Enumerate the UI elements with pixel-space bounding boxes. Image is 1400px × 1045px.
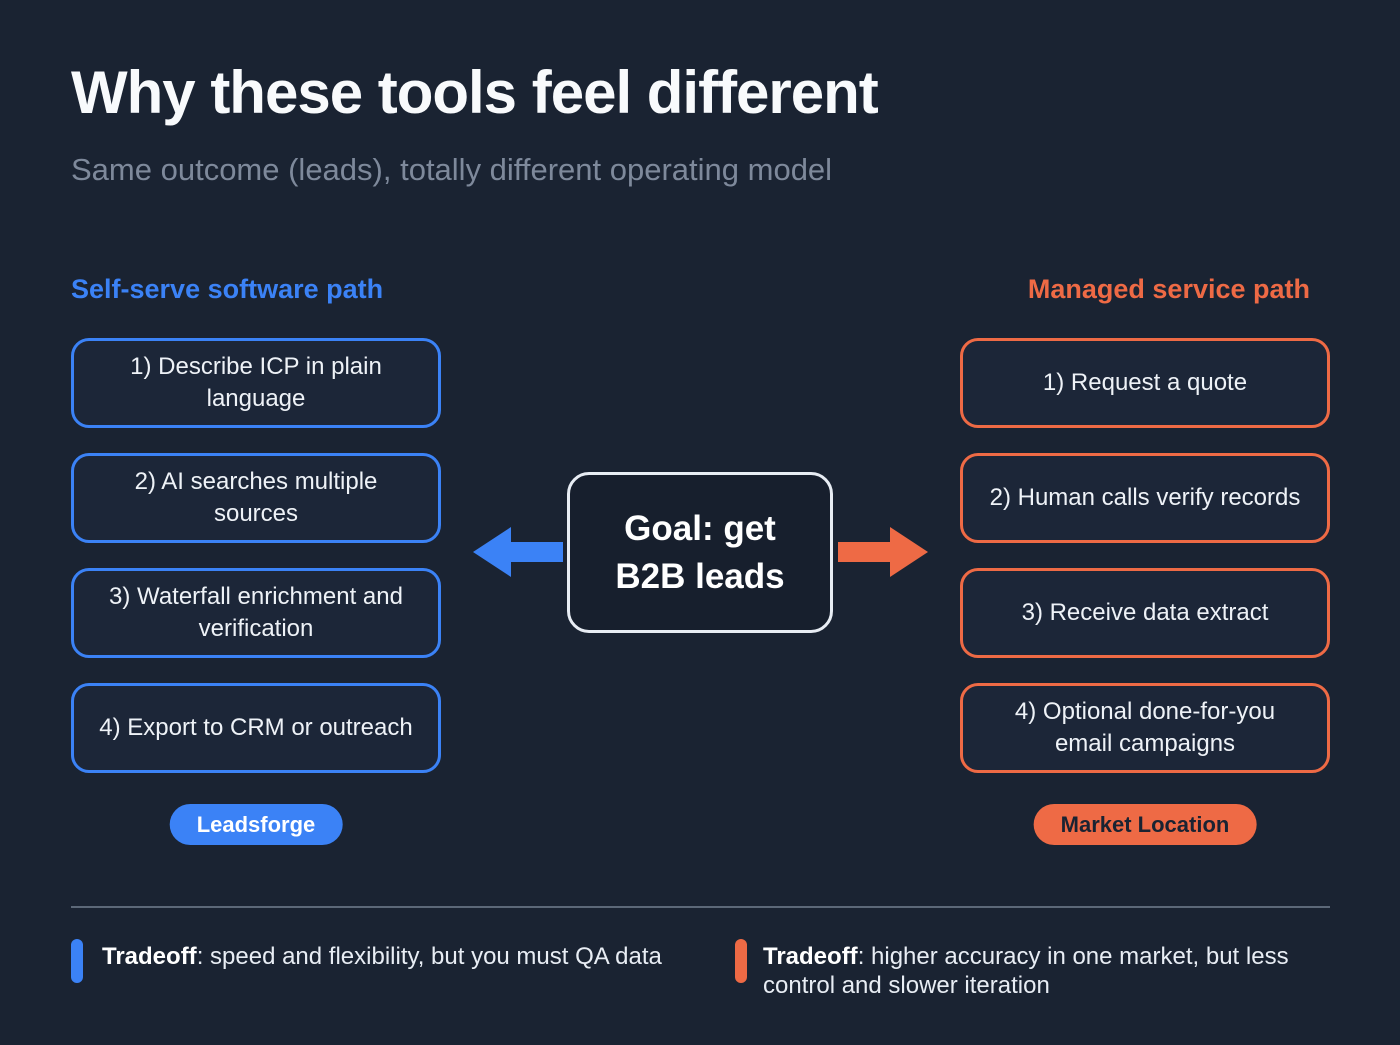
left-path-steps: 1) Describe ICP in plain language 2) AI …: [71, 338, 441, 773]
left-arrow-icon: [473, 527, 563, 577]
footer-divider: [71, 906, 1330, 908]
left-badge-leadsforge: Leadsforge: [169, 804, 343, 845]
right-tradeoff-label: Tradeoff: [763, 943, 858, 970]
goal-box: Goal: get B2B leads: [567, 472, 833, 633]
right-tradeoff-marker: [735, 939, 747, 983]
right-badge-market-location: Market Location: [1033, 804, 1257, 845]
right-tradeoff-text: Tradeoff: higher accuracy in one market,…: [763, 943, 1353, 1001]
right-step-1: 1) Request a quote: [960, 338, 1330, 428]
right-path-steps: 1) Request a quote 2) Human calls verify…: [960, 338, 1330, 773]
left-tradeoff-marker: [71, 939, 83, 983]
page-title: Why these tools feel different: [71, 59, 879, 126]
right-tradeoff-body: : higher accuracy in one market, but les…: [763, 943, 1289, 999]
left-tradeoff-text: Tradeoff: speed and flexibility, but you…: [102, 943, 702, 972]
left-path-heading: Self-serve software path: [71, 274, 384, 304]
left-tradeoff-label: Tradeoff: [102, 943, 197, 970]
left-step-3: 3) Waterfall enrichment and verification: [71, 568, 441, 658]
left-step-2: 2) AI searches multiple sources: [71, 453, 441, 543]
right-step-3: 3) Receive data extract: [960, 568, 1330, 658]
right-path-heading: Managed service path: [1027, 274, 1310, 304]
right-step-2: 2) Human calls verify records: [960, 453, 1330, 543]
left-tradeoff-body: : speed and flexibility, but you must QA…: [196, 943, 662, 970]
goal-text: Goal: get B2B leads: [615, 509, 785, 596]
right-step-4: 4) Optional done-for-you email campaigns: [960, 683, 1330, 773]
right-arrow-icon: [838, 527, 928, 577]
left-step-1: 1) Describe ICP in plain language: [71, 338, 441, 428]
page-subtitle: Same outcome (leads), totally different …: [71, 152, 833, 187]
left-step-4: 4) Export to CRM or outreach: [71, 683, 441, 773]
